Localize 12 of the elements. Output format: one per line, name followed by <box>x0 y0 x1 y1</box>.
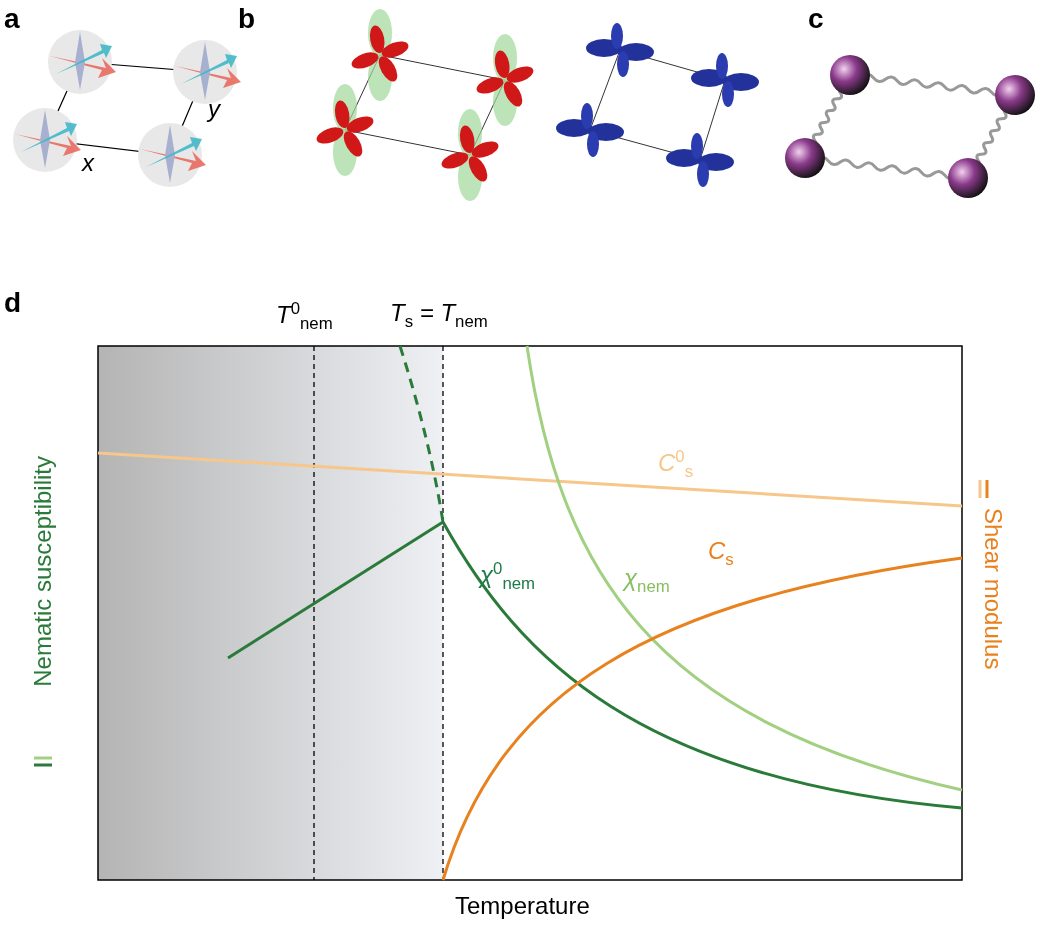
curve-label: C$_{s}$ <box>708 538 734 570</box>
panel-letter: b <box>238 4 256 35</box>
axis-title: Shear modulus <box>980 508 1007 670</box>
axis-label: y <box>208 96 220 123</box>
panel-letter: d <box>4 288 22 319</box>
axis-label: x <box>82 150 94 177</box>
curve-label: χ$_{nem}$ <box>624 565 670 597</box>
panel-letter: c <box>808 4 824 35</box>
transition-label: T$_{s}$ = T$_{nem}$ <box>390 300 488 332</box>
panel-letter: a <box>4 4 20 35</box>
axis-title: Nematic susceptibility <box>30 456 57 687</box>
axis-title: Temperature <box>455 893 590 920</box>
